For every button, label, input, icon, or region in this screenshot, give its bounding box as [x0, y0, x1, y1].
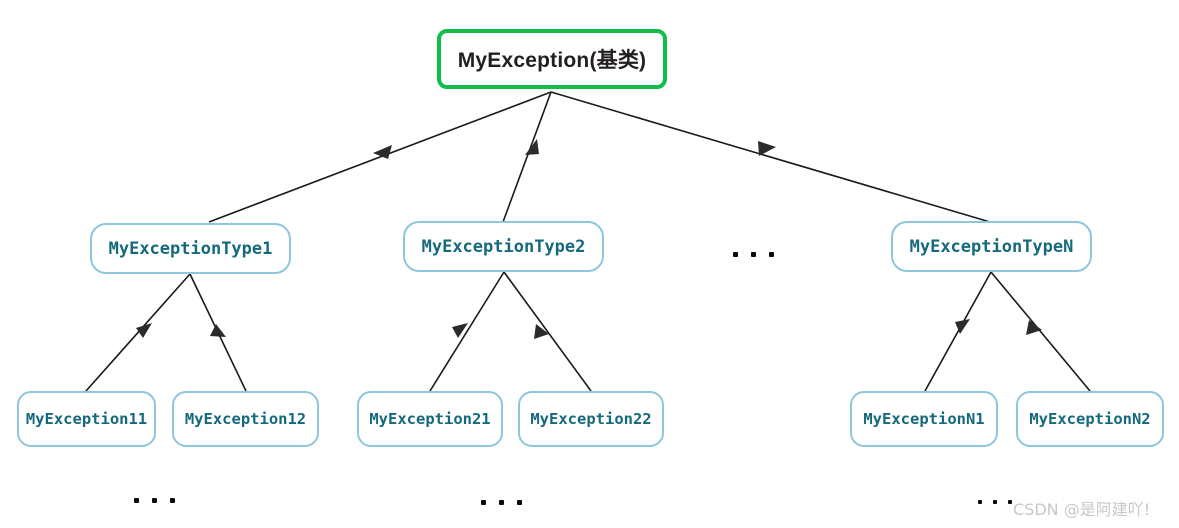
node-label: MyExceptionTypeN [909, 236, 1074, 257]
node-label: MyException12 [184, 410, 307, 428]
node-myexceptiontype1[interactable]: MyExceptionType1 [90, 223, 291, 274]
ellipsis-below-groupN [978, 500, 1012, 504]
node-label: MyException22 [530, 410, 652, 428]
node-label: MyException21 [369, 410, 491, 428]
node-myexceptiontypen[interactable]: MyExceptionTypeN [891, 221, 1092, 272]
ellipsis-dot [517, 500, 522, 505]
node-myexception12[interactable]: MyException12 [172, 391, 319, 447]
arrowhead-type1-to-exc12 [210, 324, 226, 337]
csdn-watermark: CSDN @是阿建吖! [1013, 496, 1150, 520]
node-myexception22[interactable]: MyException22 [518, 391, 664, 447]
ellipsis-dot [481, 500, 486, 505]
ellipsis-dot [993, 500, 997, 504]
arrowhead-root-to-typeN [758, 141, 776, 156]
arrowhead-type1-to-exc11 [136, 323, 152, 338]
node-label: MyException11 [25, 410, 148, 428]
ellipsis-level2-middle [733, 252, 774, 257]
edge-typeN-to-excN1 [924, 271, 992, 392]
edge-root-to-type2 [502, 91, 552, 223]
edge-root-to-type1 [208, 91, 552, 223]
arrowhead-root-to-type1 [373, 145, 392, 159]
ellipsis-dot [152, 498, 157, 503]
ellipsis-dot [499, 500, 504, 505]
node-label: MyExceptionN2 [1029, 410, 1151, 428]
arrowhead-typeN-to-excN2 [1026, 320, 1042, 335]
node-myexception11[interactable]: MyException11 [17, 391, 156, 447]
watermark-text: CSDN @是阿建吖! [1013, 500, 1151, 519]
arrowhead-root-to-type2 [525, 139, 539, 155]
arrowhead-type2-to-exc22 [534, 324, 549, 339]
node-label: MyExceptionType1 [108, 238, 273, 259]
node-myexception21[interactable]: MyException21 [357, 391, 503, 447]
ellipsis-dot [751, 252, 756, 257]
edge-typeN-to-excN2 [990, 271, 1091, 392]
edge-root-to-typeN [550, 91, 991, 223]
ellipsis-dot [170, 498, 175, 503]
ellipsis-dot [978, 500, 982, 504]
ellipsis-below-group2 [481, 500, 522, 505]
ellipsis-below-group1 [134, 498, 175, 503]
node-myexceptiontype2[interactable]: MyExceptionType2 [403, 221, 604, 272]
node-label: MyExceptionN1 [863, 410, 985, 428]
arrowhead-typeN-to-excN1 [955, 319, 970, 334]
node-myexceptionn1[interactable]: MyExceptionN1 [850, 391, 998, 447]
node-myexceptionn2[interactable]: MyExceptionN2 [1016, 391, 1164, 447]
ellipsis-dot [134, 498, 139, 503]
node-label: MyExceptionType2 [421, 236, 586, 257]
edge-type2-to-exc22 [503, 271, 592, 392]
ellipsis-dot [1008, 500, 1012, 504]
edge-type1-to-exc12 [189, 273, 247, 392]
edge-type1-to-exc11 [85, 273, 191, 392]
ellipsis-dot [733, 252, 738, 257]
edge-type2-to-exc21 [429, 271, 505, 392]
arrowhead-type2-to-exc21 [452, 323, 468, 338]
ellipsis-dot [769, 252, 774, 257]
node-root-myexception[interactable]: MyException(基类) [437, 29, 667, 89]
node-root-label: MyException(基类) [457, 49, 647, 72]
